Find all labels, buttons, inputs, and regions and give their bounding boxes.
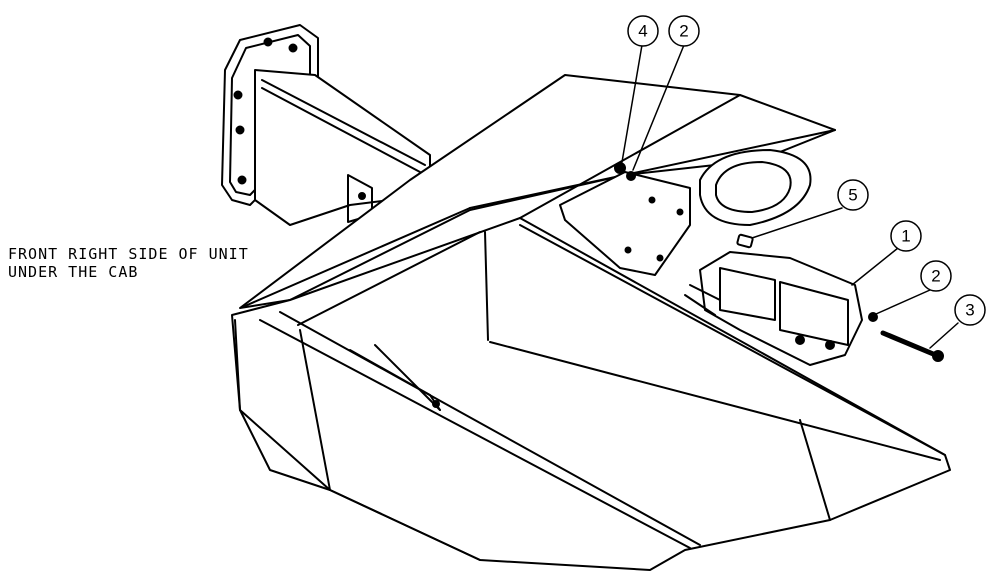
spacer-item-5 bbox=[736, 233, 754, 249]
callout-1: 1 bbox=[890, 220, 922, 252]
caption-line-1: FRONT RIGHT SIDE OF UNIT bbox=[8, 245, 249, 263]
caption-line-2: UNDER THE CAB bbox=[8, 263, 139, 281]
main-tray bbox=[231, 217, 951, 571]
nut-item-4 bbox=[614, 162, 626, 174]
callout-2-top-label: 2 bbox=[679, 22, 688, 41]
callout-5: 5 bbox=[837, 179, 869, 211]
callout-3: 3 bbox=[954, 294, 986, 326]
callout-1-label: 1 bbox=[901, 227, 910, 246]
leader-lines bbox=[621, 44, 959, 349]
electrical-box bbox=[684, 251, 863, 366]
washer-item-2-top bbox=[626, 171, 636, 181]
callout-4: 4 bbox=[627, 15, 659, 47]
location-caption: FRONT RIGHT SIDE OF UNIT UNDER THE CAB bbox=[8, 245, 249, 281]
callout-2-top: 2 bbox=[668, 15, 700, 47]
callout-2-right-label: 2 bbox=[931, 267, 940, 286]
washer-item-2-right bbox=[868, 312, 878, 322]
callout-3-label: 3 bbox=[965, 301, 974, 320]
top-cover bbox=[239, 74, 836, 309]
callout-4-label: 4 bbox=[638, 22, 647, 41]
callout-5-label: 5 bbox=[848, 186, 857, 205]
bolt-item-3 bbox=[880, 330, 944, 362]
rear-tube bbox=[254, 69, 431, 226]
callout-2-right: 2 bbox=[920, 260, 952, 292]
tow-ring bbox=[699, 149, 812, 226]
